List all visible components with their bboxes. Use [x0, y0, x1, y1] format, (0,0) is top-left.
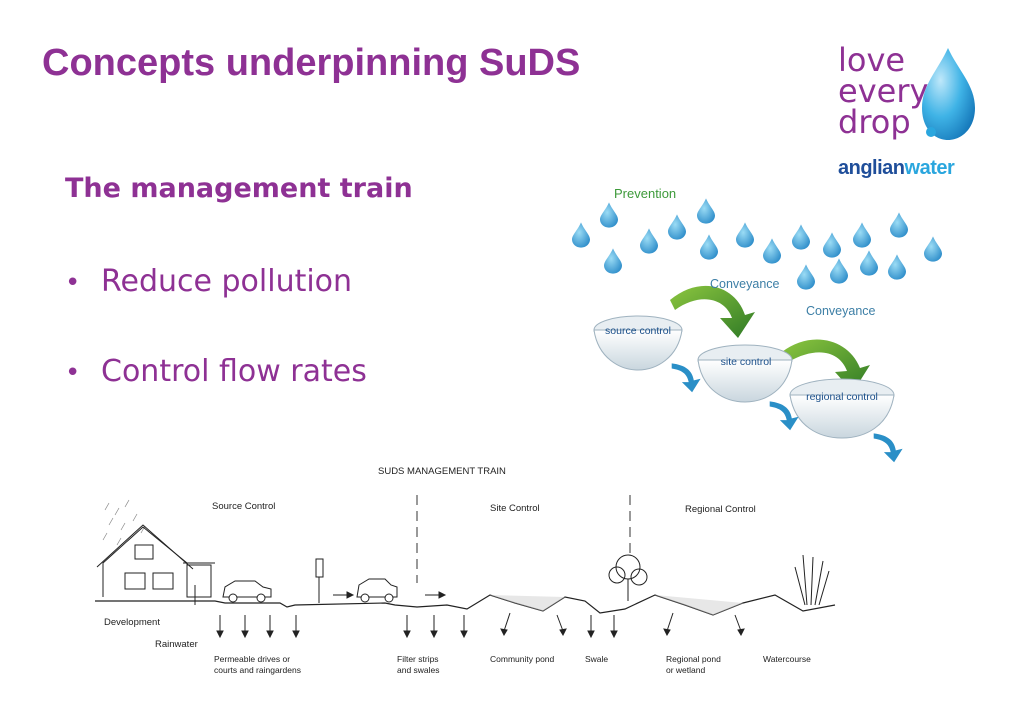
- rain-icon: [102, 499, 146, 546]
- zone-label-regional-control: Regional Control: [685, 504, 756, 515]
- diagram-title: SUDS MANAGEMENT TRAIN: [378, 466, 506, 477]
- conveyance-arrow-icon: [670, 285, 755, 338]
- logo-line: every: [838, 72, 929, 110]
- infiltration-arrow-icon: [216, 612, 745, 639]
- tree-icon: [608, 554, 648, 601]
- flow-arrow-icon: [333, 591, 447, 599]
- bowl-regional-control: regional control: [789, 378, 895, 439]
- feature-label: Watercourse: [763, 654, 811, 664]
- management-train-diagram: Prevention Conveyance Conveyance: [560, 180, 960, 470]
- house-icon: [96, 524, 215, 605]
- logo-line: drop: [838, 103, 911, 141]
- feature-label: or wetland: [666, 665, 705, 675]
- rainwater-label: Rainwater: [155, 639, 198, 650]
- car-icon: [222, 580, 272, 603]
- feature-label: Regional pond: [666, 654, 721, 664]
- zone-label-site-control: Site Control: [490, 503, 540, 514]
- outflow-arrow-icon: [671, 363, 701, 393]
- logo-wordmark: love every drop: [838, 41, 929, 141]
- bowl-label: site control: [721, 356, 772, 368]
- bowl-source-control: source control: [593, 315, 683, 371]
- bowl-label: regional control: [806, 391, 878, 403]
- car-icon: [356, 578, 398, 603]
- logo-line: love: [838, 41, 906, 79]
- reed-icon: [794, 554, 830, 606]
- feature-label: Permeable drives or: [214, 654, 290, 664]
- feature-label: Swale: [585, 654, 608, 664]
- feature-label: courts and raingardens: [214, 665, 301, 675]
- love-every-drop-logo: [830, 40, 980, 185]
- section-heading: The management train: [65, 173, 413, 204]
- feature-label: Community pond: [490, 654, 555, 664]
- bowl-site-control: site control: [697, 344, 793, 403]
- feature-label: and swales: [397, 665, 440, 675]
- bowl-label: source control: [605, 325, 671, 337]
- conveyance-label: Conveyance: [710, 277, 780, 291]
- conveyance-label: Conveyance: [806, 304, 876, 318]
- bullet-item: •Control flow rates: [65, 354, 367, 389]
- bullet-dot-icon: •: [65, 268, 81, 298]
- anglian-water-brand: anglianwater: [838, 157, 955, 179]
- bullet-item: •Reduce pollution: [65, 264, 353, 299]
- development-label: Development: [104, 617, 160, 628]
- rain-drops: [572, 198, 942, 290]
- bullet-dot-icon: •: [65, 358, 81, 388]
- slide-title: Concepts underpinning SuDS: [42, 42, 581, 84]
- traffic-light-icon: [315, 558, 324, 603]
- zone-label-source-control: Source Control: [212, 501, 275, 512]
- outflow-arrow-icon: [873, 433, 903, 463]
- water-drop-icon: [922, 48, 975, 140]
- feature-label: Filter strips: [397, 654, 439, 664]
- suds-cross-section-diagram: SUDS MANAGEMENT TRAIN Source Control Sit…: [95, 455, 845, 695]
- prevention-label: Prevention: [614, 186, 676, 201]
